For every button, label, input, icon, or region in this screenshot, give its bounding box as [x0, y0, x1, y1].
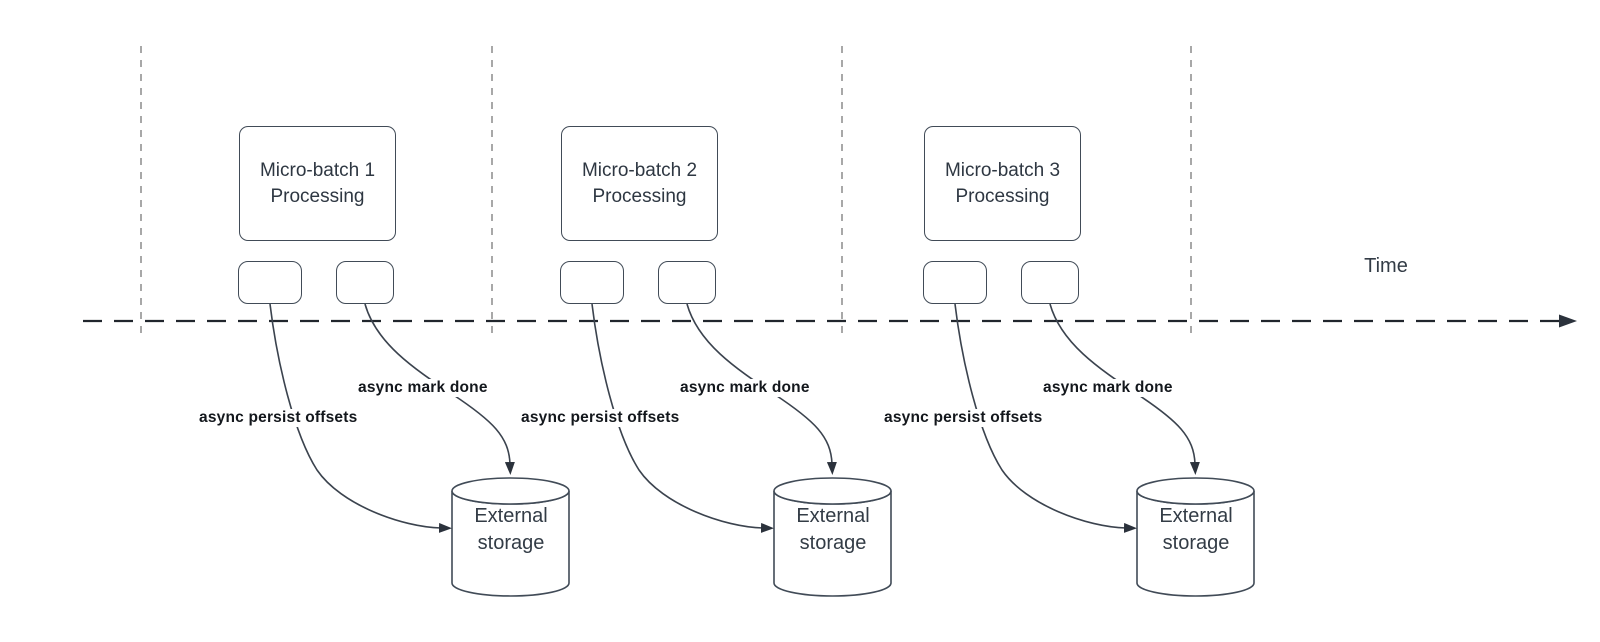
time-axis-label: Time — [1364, 255, 1408, 277]
async-persist-offsets-arrow — [591, 303, 774, 533]
async-persist-offsets-label: async persist offsets — [882, 409, 1045, 427]
processing-box: Micro-batch 1 Processing — [239, 126, 396, 241]
persist-offsets-box — [238, 261, 302, 304]
external-storage-label: External storage — [1159, 505, 1233, 554]
processing-box: Micro-batch 2 Processing — [561, 126, 718, 241]
persist-offsets-box — [560, 261, 624, 304]
mark-done-box — [1021, 261, 1079, 304]
async-mark-done-label: async mark done — [678, 379, 812, 397]
processing-box-label: Micro-batch 3 Processing — [944, 159, 1061, 207]
mark-done-box — [336, 261, 394, 304]
mark-done-box — [658, 261, 716, 304]
async-persist-offsets-arrow — [954, 303, 1137, 533]
persist-offsets-box — [923, 261, 987, 304]
external-storage-label: External storage — [796, 505, 870, 554]
async-mark-done-label: async mark done — [356, 379, 490, 397]
processing-box: Micro-batch 3 Processing — [924, 126, 1081, 241]
external-storage-label: External storage — [474, 505, 548, 554]
async-mark-done-label: async mark done — [1041, 379, 1175, 397]
external-storage-cylinder-top — [1136, 477, 1255, 505]
group-2-shapes — [591, 303, 892, 597]
group-3-shapes — [954, 303, 1255, 597]
async-persist-offsets-label: async persist offsets — [197, 409, 360, 427]
processing-box-label: Micro-batch 2 Processing — [581, 159, 698, 207]
external-storage-cylinder-top — [773, 477, 892, 505]
processing-box-label: Micro-batch 1 Processing — [259, 159, 376, 207]
external-storage-cylinder-top — [451, 477, 570, 505]
async-persist-offsets-label: async persist offsets — [519, 409, 682, 427]
async-persist-offsets-arrow — [269, 303, 452, 533]
